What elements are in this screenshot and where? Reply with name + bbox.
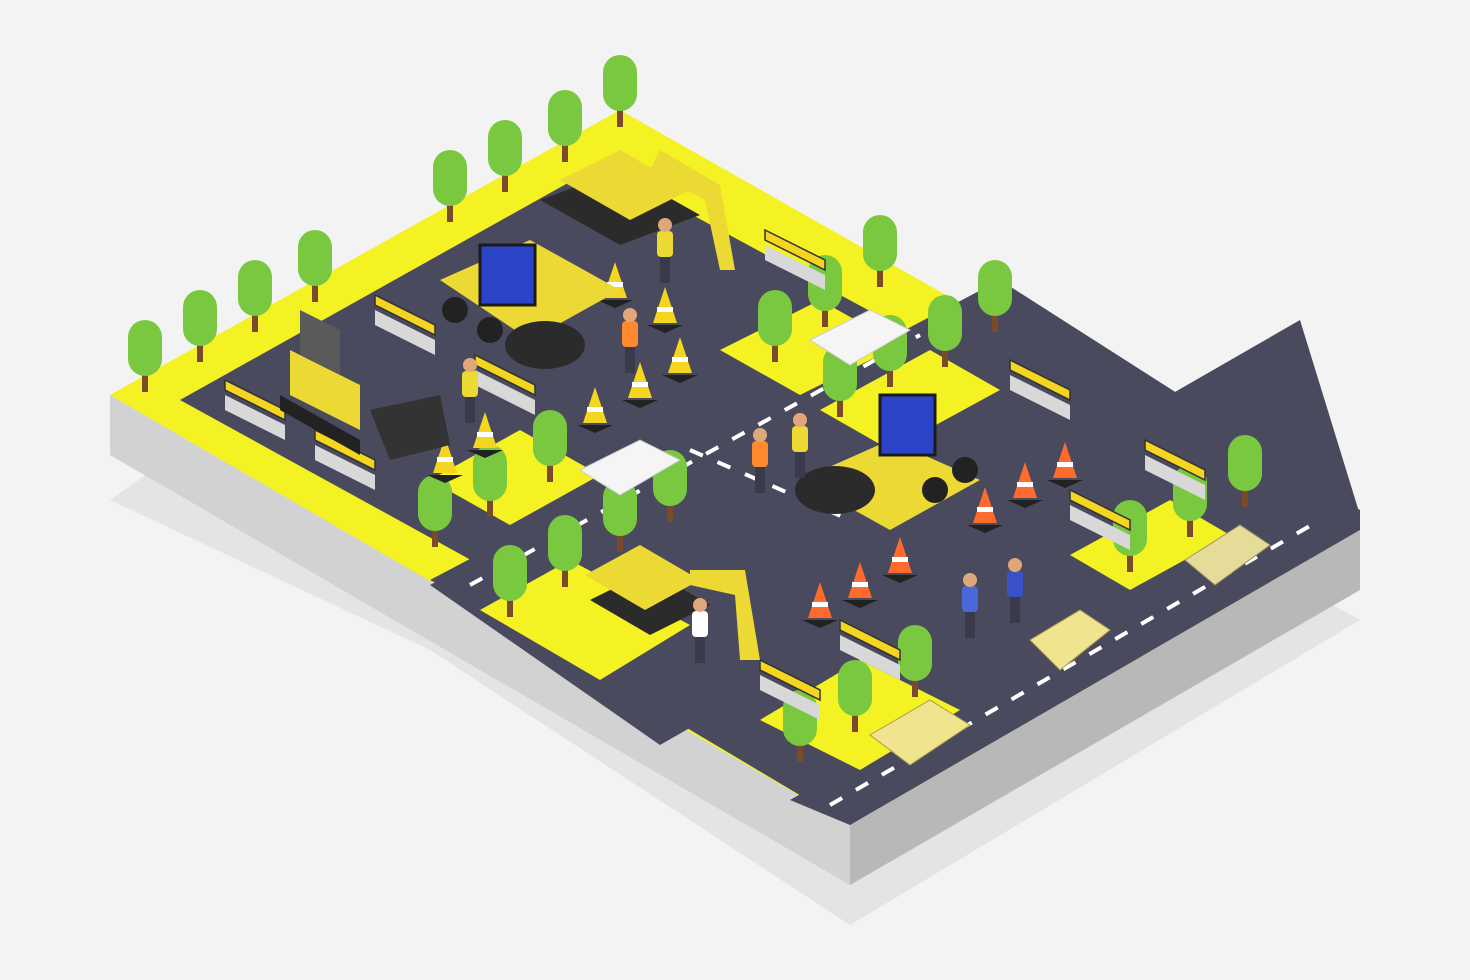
barrier-icon xyxy=(224,378,286,440)
bulldozer-cab xyxy=(300,310,340,375)
traffic-cone-icon xyxy=(427,437,463,483)
tree-icon xyxy=(603,480,637,552)
cones-layer xyxy=(427,262,1083,628)
excavator-body xyxy=(560,150,690,220)
tree-icon xyxy=(533,410,567,482)
bulldozer-track xyxy=(280,395,360,455)
tree-icon xyxy=(418,475,452,547)
worker-icon xyxy=(462,358,478,423)
tree-icon xyxy=(758,290,792,362)
tree-icon xyxy=(548,515,582,587)
worker-icon xyxy=(657,218,673,283)
barrier-icon xyxy=(759,658,821,720)
roller-cab xyxy=(878,393,937,457)
tree-icon xyxy=(603,55,637,127)
roller-wheel xyxy=(922,477,948,503)
roller-drum xyxy=(505,321,585,369)
tree-icon xyxy=(473,445,507,517)
base-right-face xyxy=(850,530,1360,885)
truck-body xyxy=(1184,524,1271,586)
tree-icon xyxy=(128,320,162,392)
worker-icon xyxy=(962,573,978,638)
car-body xyxy=(1029,609,1111,671)
bulldozer-body xyxy=(290,350,360,430)
road-roller-icon xyxy=(440,240,620,369)
traffic-cone-icon xyxy=(662,337,698,383)
excavator-arm xyxy=(690,570,760,660)
car-body xyxy=(869,699,971,766)
barrier-icon xyxy=(374,293,436,355)
tree-icon xyxy=(978,260,1012,332)
excavator-arm xyxy=(650,150,735,270)
roller-wheel xyxy=(952,457,978,483)
tree-icon xyxy=(548,90,582,162)
tree-icon xyxy=(838,660,872,732)
car-body xyxy=(578,439,682,496)
car-icon xyxy=(808,309,912,366)
tree-icon xyxy=(863,215,897,287)
traffic-cone-icon xyxy=(842,562,878,608)
traffic-cone-icon xyxy=(882,537,918,583)
base-left-face xyxy=(110,395,850,885)
road-roller-icon xyxy=(795,393,980,530)
tree-icon xyxy=(433,150,467,222)
worker-icon xyxy=(752,428,768,493)
traffic-cone-icon xyxy=(647,287,683,333)
barriers-layer xyxy=(224,228,1206,720)
barrier-icon xyxy=(764,228,826,290)
car-icon xyxy=(578,439,682,496)
car-body xyxy=(808,309,912,366)
bulldozer-blade xyxy=(370,395,450,460)
tree-icon xyxy=(488,120,522,192)
tree-icon xyxy=(493,545,527,617)
barrier-icon xyxy=(1009,358,1071,420)
tree-icon xyxy=(898,625,932,697)
traffic-cone-icon xyxy=(1047,442,1083,488)
barrier-icon xyxy=(839,618,901,680)
car-icon xyxy=(1029,609,1111,671)
truck-icon xyxy=(1184,524,1271,586)
roller-cab xyxy=(478,243,537,307)
worker-icon xyxy=(622,308,638,373)
traffic-cone-icon xyxy=(967,487,1003,533)
worker-icon xyxy=(692,598,708,663)
car-icon xyxy=(869,699,971,766)
worker-icon xyxy=(792,413,808,478)
roller-wheel xyxy=(442,297,468,323)
tree-icon xyxy=(928,295,962,367)
excavator-body xyxy=(585,545,700,610)
traffic-cone-icon xyxy=(577,387,613,433)
traffic-cone-icon xyxy=(1007,462,1043,508)
barrier-icon xyxy=(1144,438,1206,500)
traffic-cone-icon xyxy=(622,362,658,408)
excavator-icon xyxy=(585,545,760,660)
worker-icon xyxy=(1007,558,1023,623)
traffic-cone-icon xyxy=(467,412,503,458)
tree-icon xyxy=(238,260,272,332)
tree-icon xyxy=(183,290,217,362)
traffic-cone-icon xyxy=(802,582,838,628)
workers-layer xyxy=(462,218,1023,663)
roller-wheel xyxy=(477,317,503,343)
bulldozer-icon xyxy=(280,310,450,460)
roller-body xyxy=(800,440,980,530)
tree-icon xyxy=(298,230,332,302)
barrier-icon xyxy=(1069,488,1131,550)
roller-drum xyxy=(795,466,875,514)
island xyxy=(480,560,690,680)
tree-icon xyxy=(1228,435,1262,507)
